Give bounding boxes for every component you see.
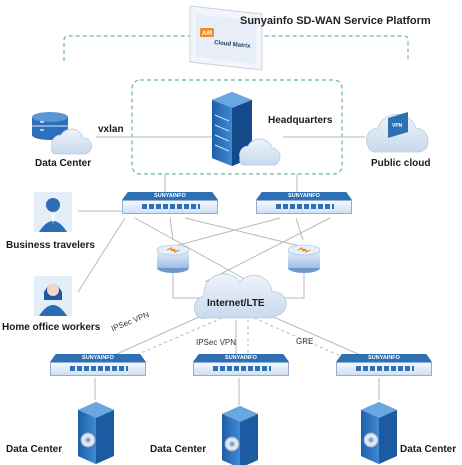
device-brand: SUNYAINFO <box>154 193 186 199</box>
data-center-left-label: Data Center <box>6 444 63 455</box>
edge-link-left-long <box>134 217 251 283</box>
internet-label: Internet/LTE <box>207 298 265 309</box>
device-brand: SUNYAINFO <box>368 355 400 361</box>
data-center-mid-label: Data Center <box>150 444 207 455</box>
business-travelers-label: Business travelers <box>6 240 95 251</box>
home-office-link <box>77 217 126 293</box>
svg-text:Cloud Matrix: Cloud Matrix <box>214 40 251 50</box>
headquarters-zone <box>131 79 343 175</box>
data-center-right-icon <box>361 402 397 464</box>
branch-device-right: SUNYAINFO <box>336 354 432 380</box>
public-cloud-icon: VPN <box>366 112 429 153</box>
data-center-top-icon <box>32 112 92 155</box>
branch-device-left: SUNYAINFO <box>50 354 146 380</box>
platform-title: Sunyainfo SD-WAN Service Platform <box>240 15 431 27</box>
data-center-mid-icon <box>222 406 258 465</box>
svg-text:VPN: VPN <box>392 123 403 129</box>
router-left-icon <box>156 244 190 273</box>
device-brand: SUNYAINFO <box>225 355 257 361</box>
edge-device-left: SUNYAINFO <box>122 192 218 218</box>
public-cloud-label: Public cloud <box>371 158 431 169</box>
internet-branch-left <box>109 311 211 358</box>
router-right-icon <box>287 244 321 273</box>
gre-label: GRE <box>296 337 314 346</box>
internet-branch-right-dash <box>253 317 355 363</box>
router-internet-link-right <box>282 272 305 299</box>
data-center-top-label: Data Center <box>35 158 92 169</box>
ipsec-mid-label: IPSec VPN <box>196 338 237 347</box>
vxlan-label: vxlan <box>98 124 124 135</box>
svg-text:AiR: AiR <box>202 31 213 37</box>
platform-logo-card: AiR Cloud Matrix <box>189 5 263 71</box>
headquarters-label: Headquarters <box>268 115 333 126</box>
device-brand: SUNYAINFO <box>82 355 114 361</box>
edge-device-right: SUNYAINFO <box>256 192 352 218</box>
edge-router-link-2 <box>295 217 304 241</box>
business-traveler-icon <box>34 192 72 232</box>
edge-link-right-long <box>204 217 331 283</box>
branch-device-mid: SUNYAINFO <box>193 354 289 380</box>
management-dashed-link <box>63 35 409 61</box>
data-center-left-icon <box>78 402 114 464</box>
edge-router-link-1 <box>169 217 174 241</box>
router-internet-link-left <box>172 272 208 299</box>
internet-cloud-icon <box>193 273 287 319</box>
edge-router-link-4 <box>174 217 281 247</box>
device-brand: SUNYAINFO <box>288 193 320 199</box>
data-center-right-label: Data Center <box>400 444 457 455</box>
headquarters-server-icon <box>212 92 281 166</box>
edge-router-link-3 <box>184 217 301 247</box>
home-office-worker-icon <box>34 276 72 316</box>
home-office-workers-label: Home office workers <box>2 322 101 333</box>
internet-branch-right <box>261 311 366 358</box>
